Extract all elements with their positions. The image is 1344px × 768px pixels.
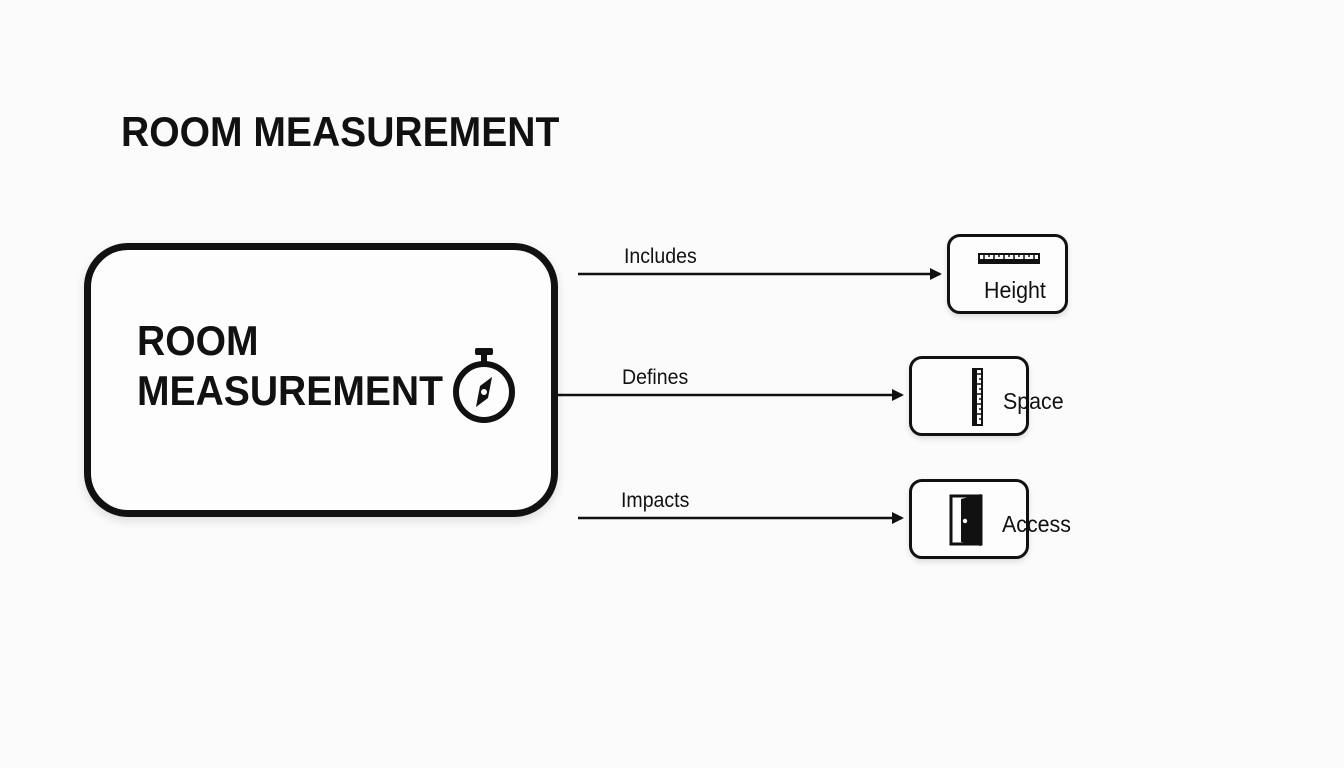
node-space: Space xyxy=(909,356,1064,436)
node-height-label: Height xyxy=(984,277,1046,303)
node-space-label: Space xyxy=(1003,388,1064,414)
page-title: ROOM MEASUREMENT xyxy=(121,108,560,155)
main-node-line2: MEASUREMENT xyxy=(137,367,443,414)
door-icon xyxy=(949,494,983,546)
main-node-line1: ROOM xyxy=(137,317,259,364)
vertical-ruler-icon xyxy=(972,368,983,426)
node-height: Height xyxy=(947,234,1068,314)
connection-label-impacts: Impacts xyxy=(621,489,690,512)
connection-label-defines: Defines xyxy=(622,366,689,389)
connection-label-includes: Includes xyxy=(624,245,697,268)
main-node-label: ROOM MEASUREMENT xyxy=(137,316,443,416)
main-node-room-measurement: ROOM MEASUREMENT xyxy=(84,243,558,517)
node-access: Access xyxy=(909,479,1071,559)
stopwatch-compass-icon xyxy=(453,348,515,423)
node-access-label: Access xyxy=(1002,511,1071,537)
ruler-icon xyxy=(978,253,1040,264)
